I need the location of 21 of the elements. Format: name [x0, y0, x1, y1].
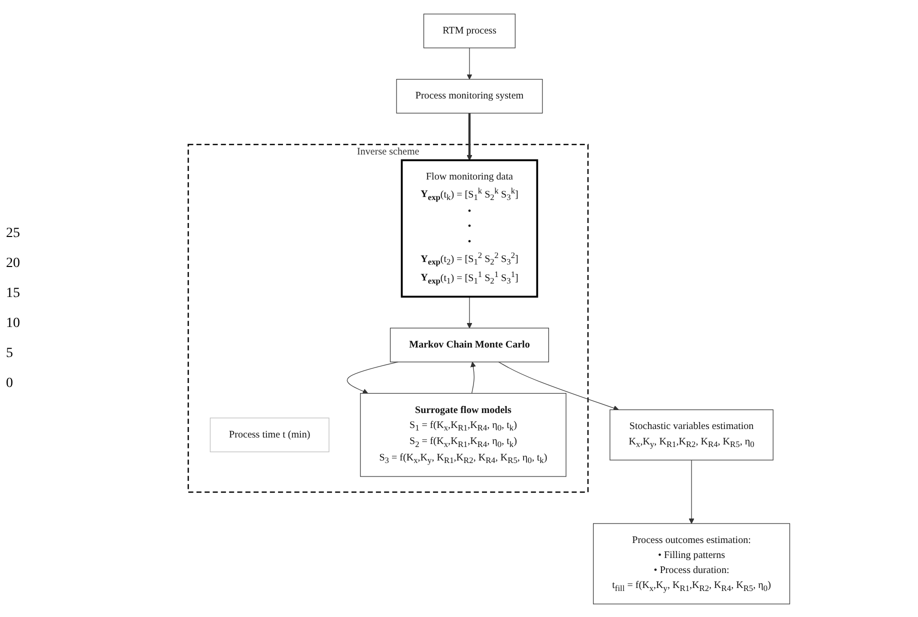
node-box: Process monitoring system	[396, 78, 543, 113]
arrow	[346, 361, 398, 394]
axis-tick-label: 20	[6, 256, 21, 272]
arrow	[466, 47, 472, 80]
axis-tick-label: 5	[6, 346, 14, 362]
arrow	[470, 361, 476, 394]
axis-tick-label: 0	[6, 376, 14, 392]
arrow	[466, 296, 472, 328]
axis-tick-label: 15	[6, 286, 21, 302]
node-box: Markov Chain Monte Carlo	[390, 327, 549, 362]
node-box: Surrogate flow models S$_{1}$ = f(K$_{x}$,K$_{R1}$,K$_{R4}$, η$_{0}$, t$_{k}$) S$_{2}$ = f(K$_{x}$,K$_{R1}$,K$_{R4}$, η$_{0}$, t$_{k}$) S$_{3}$ = f(K$_{x}$,K$_{y}$, K$_{R1}$,K$_{R2}$, K$_{R4}$, K$_{R5}$, η$_{0}$, t$_{k}$)	[360, 392, 566, 476]
arrow	[688, 459, 694, 524]
node-box: Flow monitoring data Y$_{exp}$(t$_{k}$) = [S$_{1}$$^{k}$ S$_{2}$$^{k}$ S$_{3}$$^{k}$] • • • Y$_{exp}$(t$_{2}$) = [S$_{1}$$^{2}$ S$_{2}$$^{2}$ S$_{3}$$^{2}$] Y$_{exp}$(t$_{1}$) = [S$_{1}$$^{1}$ S$_{2}$$^{1}$ S$_{3}$$^{1}$]	[400, 158, 538, 298]
axis-tick-label: 10	[6, 316, 21, 332]
node-box: Process time t (min)	[210, 417, 330, 452]
axis-tick-label: 25	[6, 226, 21, 242]
node-box: RTM process	[423, 13, 516, 48]
arrow	[466, 112, 472, 160]
arrow	[498, 361, 619, 410]
node-box: Process outcomes estimation: • Filling patterns • Process duration: t$_{fill}$ = f(K$_{x}$,K$_{y}$, K$_{R1}$,K$_{R2}$, K$_{R4}$, K$_{R5}$, η$_{0}$)	[593, 522, 790, 604]
node-box: Stochastic variables estimation K$_{x}$,K$_{y}$, K$_{R1}$,K$_{R2}$, K$_{R4}$, K$_{R5}$, η$_{0}$	[610, 408, 774, 460]
